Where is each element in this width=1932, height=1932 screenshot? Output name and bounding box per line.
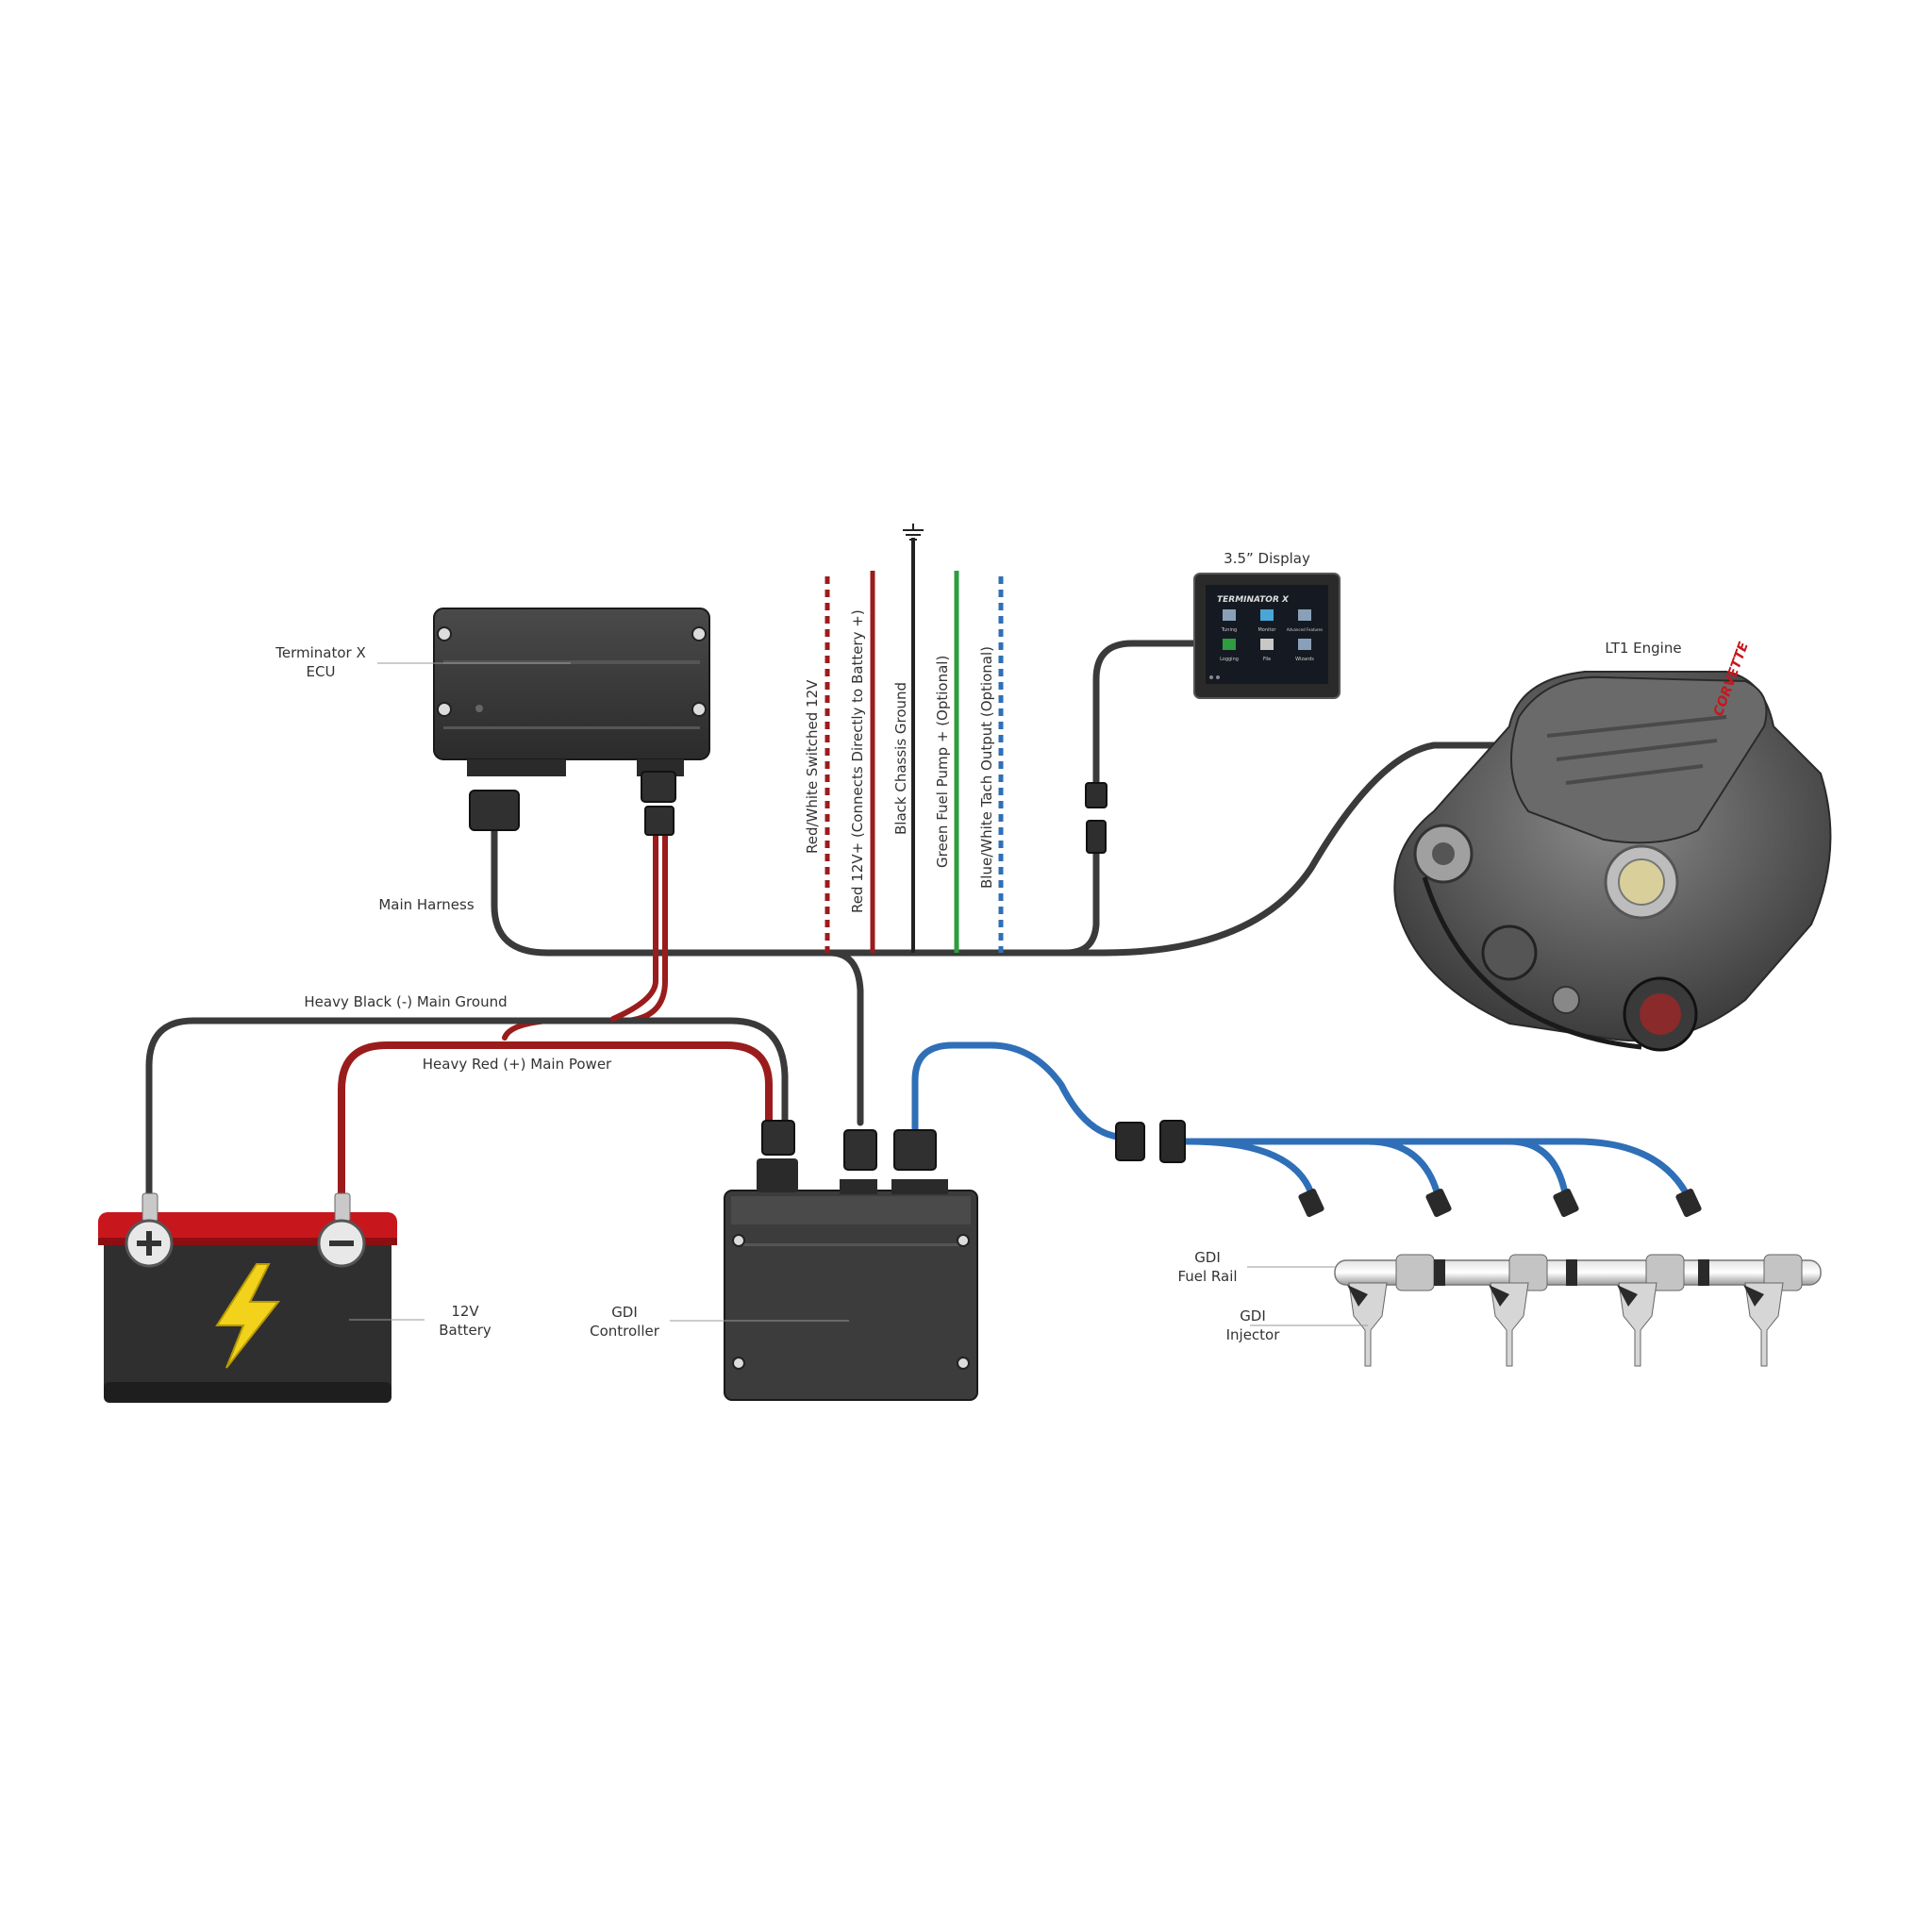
injector-harness: [911, 1041, 1692, 1202]
display-icon-label: Logging: [1220, 657, 1239, 662]
injector-connectors: [1115, 1120, 1702, 1218]
battery-label-line1: 12V: [451, 1303, 479, 1320]
main-ground-label: Heavy Black (-) Main Ground: [304, 993, 507, 1010]
lead-label-fuel-pump: Green Fuel Pump + (Optional): [934, 656, 951, 868]
battery: [98, 1192, 397, 1403]
display-brand: TERMINATOR X: [1217, 595, 1290, 605]
display-icon-label: Wizards: [1295, 657, 1314, 662]
injector-label-line2: Injector: [1226, 1326, 1281, 1343]
display-icon-label: Tuning: [1221, 627, 1237, 633]
main-harness-wires: [491, 640, 1499, 1126]
display-icon-label: File: [1263, 657, 1271, 662]
flying-lead-wires: [824, 538, 1004, 953]
display-label: 3.5” Display: [1224, 550, 1310, 567]
ecu-label-line1: Terminator X: [275, 644, 366, 661]
lead-label-switched-12v: Red/White Switched 12V: [804, 679, 821, 854]
display-unit: TERMINATOR X Tuning Monitor Advanced Fea…: [1193, 573, 1341, 699]
engine-label: LT1 Engine: [1605, 640, 1681, 657]
fuel-rail-label-line1: GDI: [1194, 1249, 1221, 1266]
lt1-engine: CORVETTE: [1393, 640, 1832, 1052]
gdi-controller-label-line2: Controller: [590, 1323, 660, 1340]
display-icon-label: Monitor: [1257, 627, 1276, 633]
terminator-x-ecu: [433, 608, 710, 836]
power-wires: [145, 832, 789, 1211]
main-harness-label: Main Harness: [378, 896, 475, 913]
fuel-rail-label-line2: Fuel Rail: [1177, 1268, 1237, 1285]
gdi-injectors: [1347, 1282, 1784, 1367]
gdi-controller: [724, 1120, 978, 1401]
battery-label-line2: Battery: [439, 1322, 491, 1339]
leader-lines: [349, 662, 1368, 1326]
lead-label-tach-output: Blue/White Tach Output (Optional): [978, 646, 995, 889]
lead-label-battery-12v: Red 12V+ (Connects Directly to Battery +…: [849, 609, 866, 913]
gdi-fuel-rail: [1334, 1254, 1822, 1291]
display-connector: [1085, 782, 1108, 854]
ecu-label-line2: ECU: [307, 663, 336, 680]
gdi-controller-label-line1: GDI: [611, 1304, 638, 1321]
ground-symbol: [903, 524, 924, 541]
display-icon-label: Advanced Features: [1287, 627, 1323, 632]
injector-label-line1: GDI: [1240, 1307, 1266, 1324]
lead-label-chassis-ground: Black Chassis Ground: [892, 682, 909, 835]
main-power-label: Heavy Red (+) Main Power: [423, 1056, 612, 1073]
